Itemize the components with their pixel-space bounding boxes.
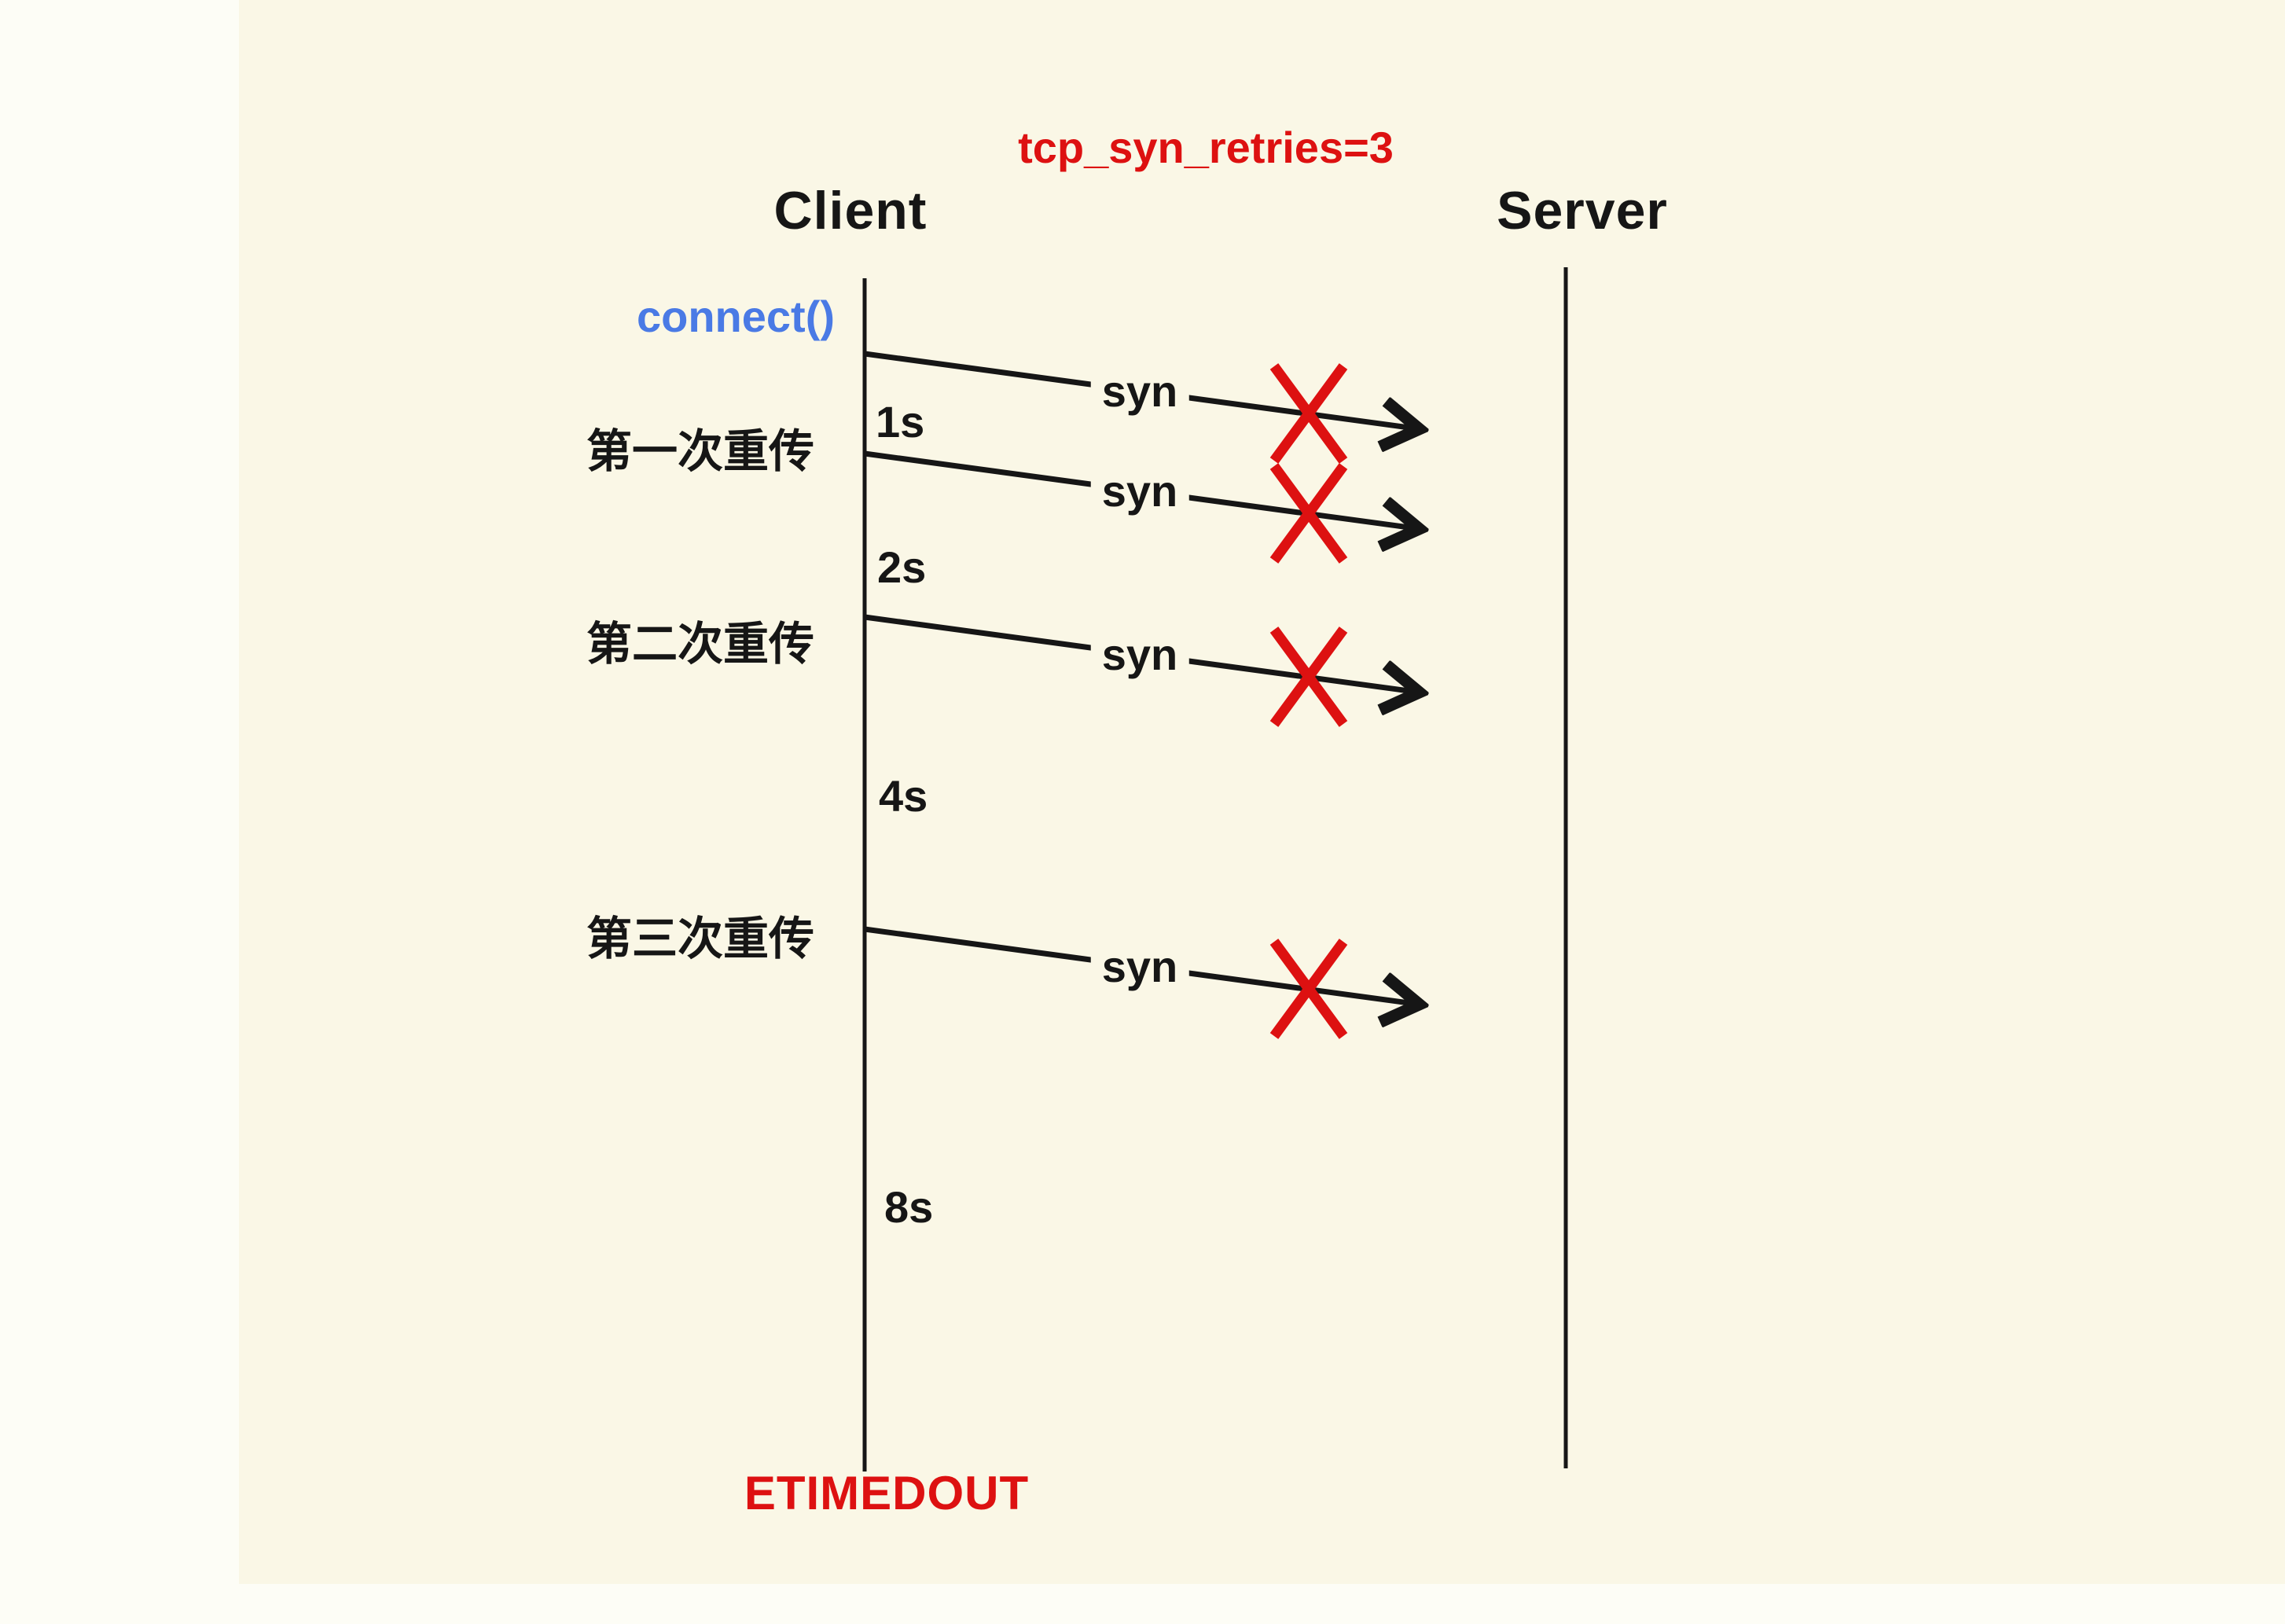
interval-label-1s: 1s [876,397,925,446]
interval-label-2s: 2s [877,542,927,592]
packet-lost-x-icon-1 [1269,363,1348,464]
connect-call-label: connect() [637,292,835,341]
packet-lost-x-icon-3 [1269,626,1348,727]
syn-message-label-2: syn [1090,466,1189,516]
server-actor-label: Server [1497,181,1668,241]
retransmission-label-2: 第二次重传 [586,619,814,670]
syn-message-label-4: syn [1090,942,1189,992]
title-tcp-syn-retries: tcp_syn_retries=3 [1018,123,1394,172]
retransmission-label-1: 第一次重传 [586,426,814,477]
packet-lost-x-icon-2 [1269,463,1348,564]
interval-label-8s: 8s [884,1182,934,1232]
diagram-paper [239,0,2285,1584]
syn-message-label-3: syn [1090,630,1189,680]
interval-label-4s: 4s [879,771,928,821]
packet-lost-x-icon-4 [1269,939,1348,1039]
syn-message-label-1: syn [1090,366,1189,417]
retransmission-label-3: 第三次重传 [586,913,814,964]
etimedout-label: ETIMEDOUT [744,1467,1030,1519]
client-actor-label: Client [773,181,928,241]
